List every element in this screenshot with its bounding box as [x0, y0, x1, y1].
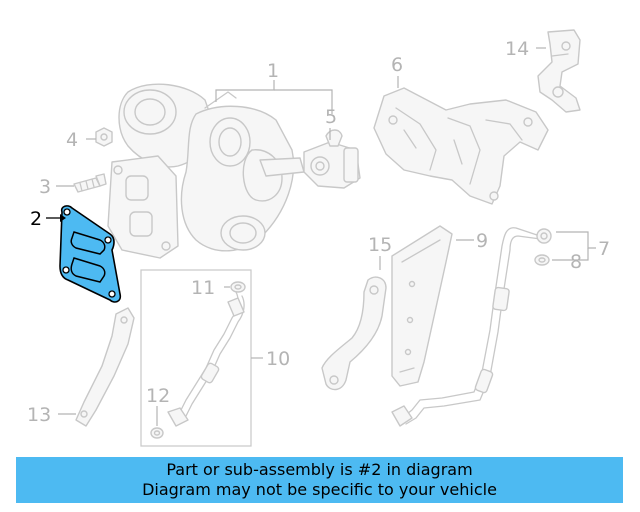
washer-part-12	[150, 427, 164, 439]
callout-3: 3	[39, 176, 51, 198]
info-banner: Part or sub-assembly is #2 in diagram Di…	[16, 457, 623, 503]
callout-4: 4	[66, 129, 78, 151]
callout-12: 12	[146, 385, 170, 407]
washer-part-11	[230, 281, 246, 293]
callout-13: 13	[27, 404, 51, 426]
actuator-part-5	[303, 129, 361, 189]
callout-6: 6	[391, 54, 403, 76]
banner-line-2: Diagram may not be specific to your vehi…	[142, 480, 497, 499]
callout-11: 11	[191, 277, 215, 299]
callout-1: 1	[267, 60, 279, 82]
callout-7: 7	[598, 238, 610, 260]
callout-14: 14	[505, 38, 529, 60]
shield-plate-part-9	[391, 225, 453, 387]
leader-lines	[46, 47, 596, 426]
nut-part-4	[95, 127, 113, 147]
stud-part-3	[73, 173, 107, 193]
gasket-highlight	[59, 205, 122, 303]
line-part-7	[391, 227, 552, 427]
callout-8: 8	[570, 251, 582, 273]
support-bracket-part-13	[75, 307, 135, 427]
bracket-part-14	[537, 29, 581, 113]
oil-line-part-10	[167, 291, 245, 427]
callout-9: 9	[476, 230, 488, 252]
turbocharger-assembly	[107, 83, 305, 259]
callout-5: 5	[325, 106, 337, 128]
callout-15: 15	[368, 234, 392, 256]
callout-10: 10	[266, 348, 290, 370]
callout-2: 2	[30, 208, 42, 230]
heat-shield-part-6	[373, 87, 549, 205]
pipe-bracket-part-15	[321, 276, 387, 391]
banner-line-1: Part or sub-assembly is #2 in diagram	[166, 460, 473, 479]
gasket-part-2	[59, 205, 122, 303]
washer-part-8	[534, 254, 550, 266]
